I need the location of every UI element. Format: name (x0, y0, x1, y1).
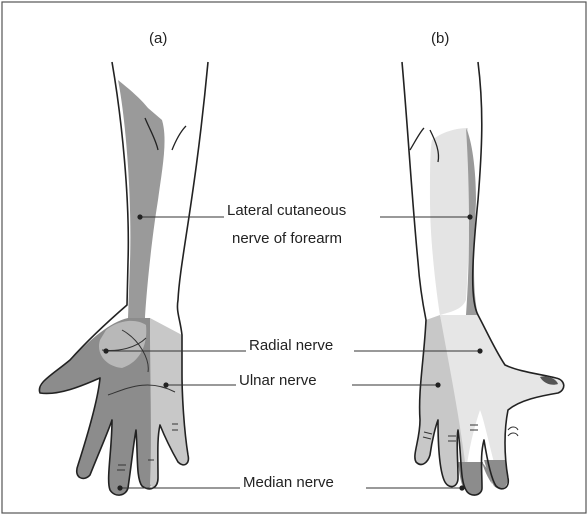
arm-b (402, 62, 564, 495)
label-median-nerve: Median nerve (240, 474, 337, 492)
label-lateral-cutaneous-line2: nerve of forearm (229, 230, 345, 248)
dot-ulnar-b (435, 382, 440, 387)
label-lateral-cutaneous-line1: Lateral cutaneous (224, 202, 349, 220)
dot-median-b (459, 485, 464, 490)
dot-radial-a (103, 348, 108, 353)
dot-lateral-b (467, 214, 472, 219)
dot-radial-b (477, 348, 482, 353)
arm-b-radial-region (440, 315, 564, 478)
panel-label-a: (a) (146, 30, 170, 48)
label-radial-nerve: Radial nerve (246, 337, 336, 355)
label-ulnar-nerve: Ulnar nerve (236, 372, 320, 390)
arm-a (39, 62, 208, 495)
dot-median-a (117, 485, 122, 490)
dot-ulnar-a (163, 382, 168, 387)
dot-lateral-a (137, 214, 142, 219)
panel-label-b: (b) (428, 30, 452, 48)
